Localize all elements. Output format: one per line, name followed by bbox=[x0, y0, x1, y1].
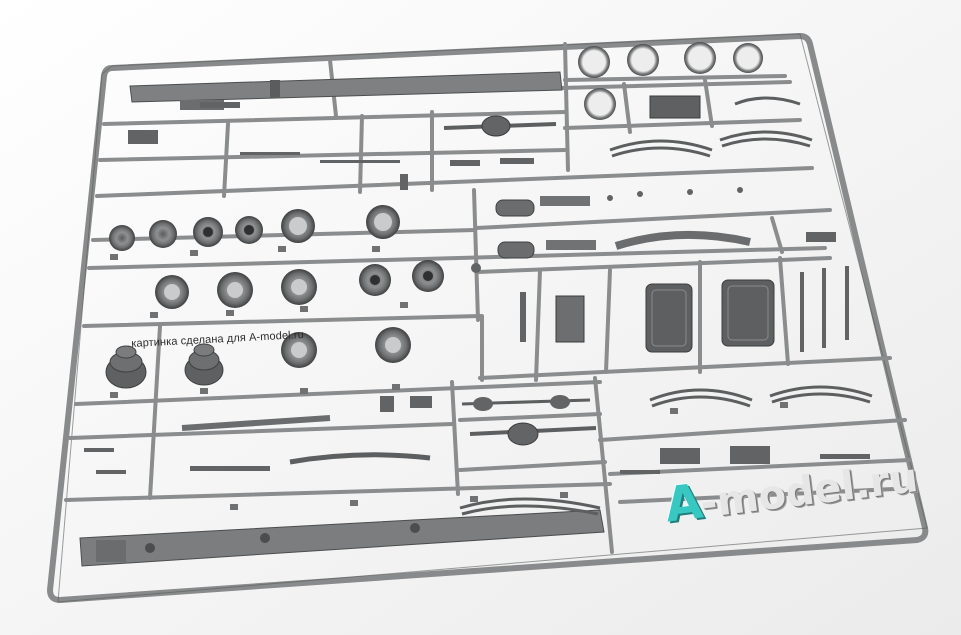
sprue-frame bbox=[47, 33, 929, 603]
wheel-hubs bbox=[109, 205, 444, 368]
sprue-runners bbox=[64, 42, 917, 554]
cylinders bbox=[495, 196, 596, 259]
axles bbox=[181, 115, 751, 465]
tyre-rings bbox=[578, 42, 763, 120]
leaf-springs bbox=[459, 96, 873, 516]
small-parts bbox=[84, 102, 870, 474]
fuel-tanks bbox=[555, 95, 775, 353]
sprue-gates bbox=[110, 246, 788, 510]
stacked-tyres bbox=[105, 343, 224, 389]
chassis-rail-bottom bbox=[79, 509, 605, 567]
